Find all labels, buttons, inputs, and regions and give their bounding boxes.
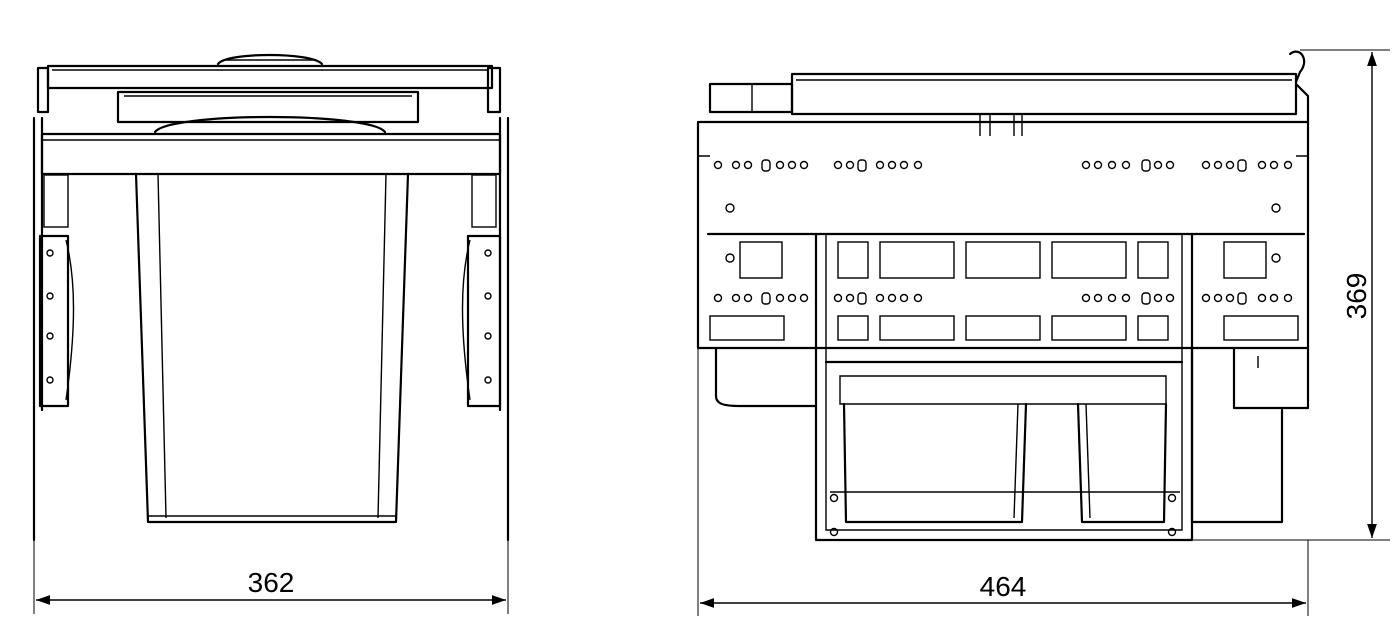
front-width-label: 362 <box>248 567 295 598</box>
side-frame <box>696 120 1310 542</box>
side-view: 464 369 <box>696 49 1390 616</box>
side-windows <box>709 241 1299 341</box>
side-holes-middle <box>713 253 1293 305</box>
side-lid <box>708 50 1310 136</box>
side-holes-top <box>713 159 1293 213</box>
front-width-dimension: 362 <box>33 540 509 614</box>
front-bin <box>134 172 410 524</box>
height-label: 369 <box>1341 273 1372 320</box>
front-frame-bar <box>40 132 502 176</box>
front-view: 362 <box>32 53 510 614</box>
side-width-label: 464 <box>980 571 1027 602</box>
height-dimension: 369 <box>1192 49 1390 541</box>
front-left-rail <box>32 66 75 542</box>
front-right-rail <box>461 66 510 542</box>
side-width-dimension: 464 <box>697 348 1309 616</box>
front-lid <box>46 53 494 134</box>
side-bins <box>714 346 1310 537</box>
